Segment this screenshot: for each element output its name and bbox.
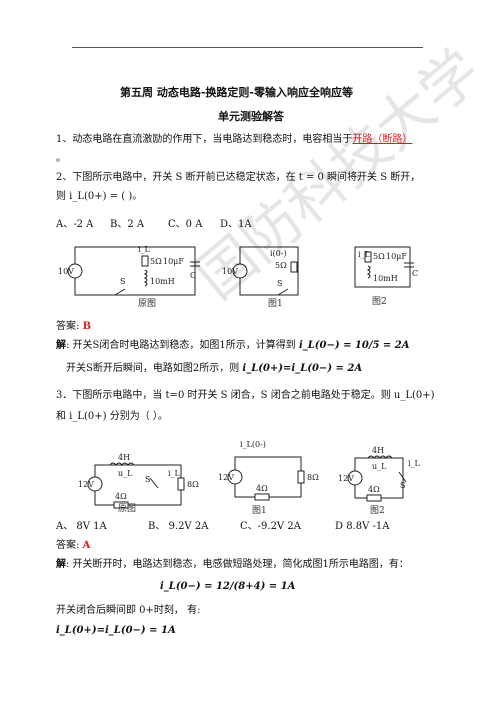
q3-f1-i0: i_L(0-) <box>240 440 266 449</box>
q2-f2-il: i_L <box>358 250 371 259</box>
page-title: 第五周 动态电路-换路定则-零输入响应全响应等 <box>120 86 353 99</box>
q1-end: 。 <box>56 153 66 164</box>
q3-label-v: 12V <box>78 480 94 489</box>
q2-text-b: 则 i_L(0+) = ( )。 <box>56 191 143 202</box>
q2-f2-c: 10μF <box>386 252 407 261</box>
q2-circuit-fig1 <box>232 246 299 296</box>
q2-label-cc: C <box>190 271 196 280</box>
q2-f1-r: 5Ω <box>275 261 287 270</box>
q3-solution-2: 开关闭合后瞬间即 0+时刻， 有: <box>56 605 201 616</box>
q3-answer: A <box>82 540 91 551</box>
q3-caption-fig2: 图2 <box>370 506 385 516</box>
q3-f2-v: 12V <box>338 474 354 483</box>
q3-option-a: A、 8V 1A <box>56 521 107 532</box>
q2-label-l: 10mH <box>150 277 175 286</box>
q3-caption-original: 原图 <box>118 504 137 514</box>
q3-label-r8: 8Ω <box>187 480 199 489</box>
q2-label-r: 5Ω <box>150 257 162 266</box>
q2-option-b: B、2 A <box>110 219 145 230</box>
q3-f1-r8: 8Ω <box>307 473 319 482</box>
q3-solution-1: 解: 开关断开时，电路达到稳态，电感做短路处理，简化成图1所示电路图，有： <box>56 559 409 570</box>
q3-eq-2: i_L(0+)=i_L(0−) = 1A <box>56 625 176 636</box>
q3-text-b: 和 i_L(0+) 分别为（ ）。 <box>56 411 168 422</box>
q2-answer: B <box>82 321 92 332</box>
q2-caption-original: 原图 <box>138 299 157 309</box>
q2-eq-2: i_L(0+)=i_L(0−) = 2A <box>242 363 363 374</box>
q2-eq-1: i_L(0−) = 10/5 = 2A <box>298 340 410 351</box>
q3-label-ul: u_L <box>118 469 133 478</box>
q3-f2-il: i_L <box>408 459 421 468</box>
q2-circuit-original <box>67 246 200 296</box>
header-rule <box>72 47 423 48</box>
q2-f2-r: 5Ω <box>373 252 385 261</box>
q2-solution-2: 开关S断开后瞬间，电路如图2所示，则 i_L(0+)=i_L(0−) = 2A <box>66 363 363 374</box>
q3-label-l: 4H <box>118 453 130 462</box>
q2-f2-l: 10mH <box>373 274 398 283</box>
q2-f1-s: S <box>277 279 282 288</box>
q3-f1-v: 12V <box>218 473 234 482</box>
q2-label-il: i_L <box>138 245 151 254</box>
q3-circuit-fig2 <box>347 455 407 502</box>
q2-label-s: S <box>120 277 125 286</box>
q2-solution-1: 解: 开关S闭合时电路达到稳态，如图1所示，计算得到 i_L(0−) = 10/… <box>56 340 410 351</box>
q1-answer: 开路（断路） <box>352 134 413 145</box>
q3-label-il: i_L <box>168 469 181 478</box>
q3-option-b: B、 9.2V 2A <box>148 521 209 532</box>
q1-text: 1、动态电路在直流激励的作用下，当电路达到稳态时，电容相当于开路（断路） <box>56 134 413 145</box>
q2-option-d: D、1A <box>220 219 252 230</box>
q3-f2-s: S <box>400 481 405 490</box>
q2-answer-line: 答案: B <box>56 321 92 332</box>
q2-f1-v: 10V <box>222 267 238 276</box>
q3-eq-1: i_L(0−) = 12/(8+4) = 1A <box>160 581 296 592</box>
q2-circuit-fig2 <box>354 246 414 288</box>
q3-f2-ul: u_L <box>372 462 387 471</box>
q3-f2-l: 4H <box>372 446 384 455</box>
q3-circuit-original <box>87 462 185 509</box>
page-subtitle: 单元测验解答 <box>218 110 284 123</box>
q3-option-c: C、-9.2V 2A <box>240 521 301 532</box>
q2-option-c: C、0 A <box>168 219 203 230</box>
q3-caption-fig1: 图1 <box>252 506 267 516</box>
q3-answer-line: 答案: A <box>56 540 91 551</box>
q3-label-s: S <box>145 475 150 484</box>
q3-text: 3．下图所示电路中，当 t=0 时开关 S 闭合，S 闭合之前电路处于稳定。则 … <box>56 390 435 401</box>
q2-f2-cc: C <box>412 269 418 278</box>
q3-option-d: D 8.8V -1A <box>335 521 390 532</box>
q2-option-a: A、-2 A <box>56 219 94 230</box>
q2-caption-fig2: 图2 <box>372 297 387 307</box>
q3-f2-r4: 4Ω <box>368 485 380 494</box>
q2-label-c: 10μF <box>163 257 184 266</box>
q3-f1-r4: 4Ω <box>256 484 268 493</box>
q2-caption-fig1: 图1 <box>268 299 283 309</box>
q3-label-r4: 4Ω <box>115 492 127 501</box>
q2-text: 2、下图所示电路中，开关 S 断开前已达稳定状态，在 t = 0 瞬间将开关 S… <box>56 172 421 183</box>
q3-circuit-fig1 <box>227 456 305 501</box>
q2-label-v: 10V <box>58 267 74 276</box>
q2-f1-i0: i(0-) <box>270 249 287 258</box>
